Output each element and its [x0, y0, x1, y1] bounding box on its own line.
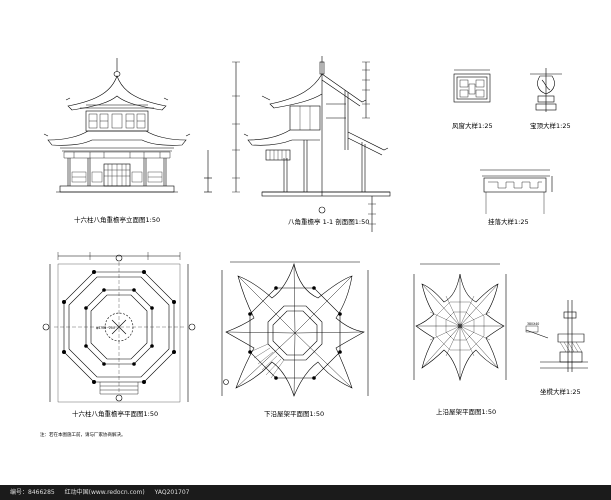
plan-center-label: φ4700~200	[96, 326, 115, 330]
upper-roof-plan-drawing	[413, 263, 507, 382]
caption-upper-roof-plan: 上沿屋架平面图1:50	[436, 408, 497, 416]
footer-site: 红动中国(www.redocn.com)	[64, 489, 145, 496]
finial-detail-drawing	[530, 68, 562, 112]
plan-drawing	[42, 252, 196, 403]
caption-window-detail: 风窗大样1:25	[452, 122, 493, 130]
window-detail-drawing	[453, 69, 491, 103]
caption-plan: 十六柱八角重檐亭平面图1:50	[72, 410, 159, 418]
footer-id: 编号：8466285	[10, 489, 55, 496]
section-drawing	[204, 56, 391, 232]
drawing-sheet: φ4700~200 380X40 十六柱八角重檐亭立面图1:50 八角重檐亭 1…	[40, 56, 588, 438]
caption-railing-detail: 挂落大样1:25	[488, 218, 529, 226]
pavilion-drawing: φ4700~200 380X40	[42, 56, 588, 403]
caption-section: 八角重檐亭 1-1 剖面图1:50	[288, 218, 370, 226]
caption-elevation: 十六柱八角重檐亭立面图1:50	[74, 216, 161, 224]
elevation-drawing	[43, 58, 191, 193]
drawing-note: 注：若在本图施工前，请与厂家协商解决。	[40, 433, 126, 438]
caption-seat-detail: 坐櫈大样1:25	[540, 388, 581, 396]
caption-finial-detail: 宝顶大样1:25	[530, 122, 571, 130]
lower-roof-plan-drawing	[221, 261, 369, 397]
watermark-footer: 编号：8466285 红动中国(www.redocn.com) YAQ20170…	[0, 485, 611, 500]
railing-detail-drawing	[480, 169, 553, 214]
seat-detail-drawing	[525, 300, 588, 372]
footer-code: YAQ201707	[154, 489, 190, 496]
seat-dim-label: 380X40	[527, 322, 539, 326]
caption-lower-roof-plan: 下沿屋架平面图1:50	[264, 410, 325, 418]
